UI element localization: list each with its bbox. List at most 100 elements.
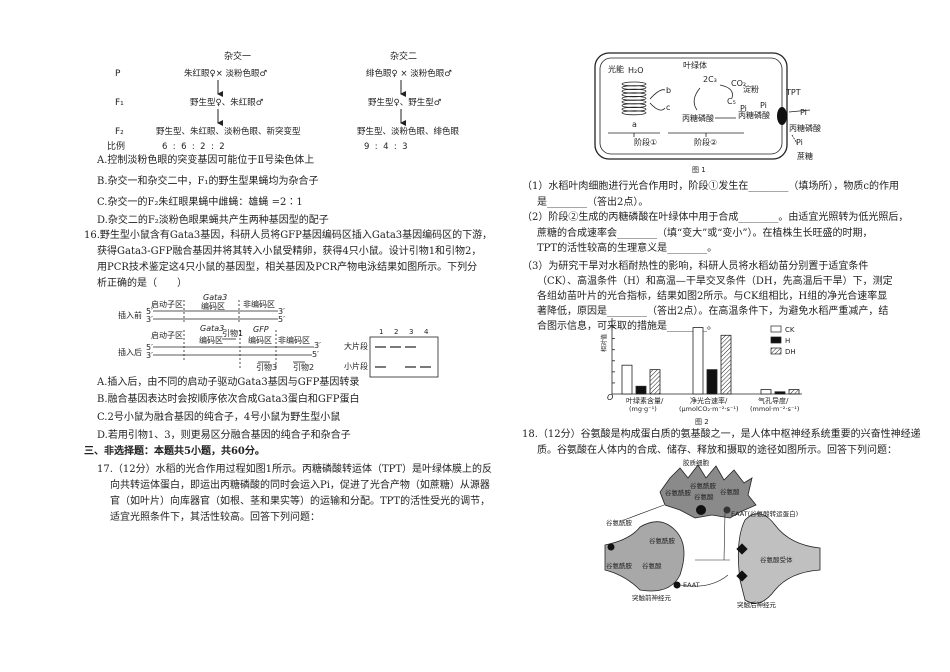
- q17-question-1-cont: 是________（答出2点）。: [537, 197, 649, 208]
- cross2-parents: 绯色眼♀ × 淡粉色眼♂: [366, 68, 452, 79]
- small-fragment-label: 小片段: [344, 361, 368, 371]
- row-f1: F₁: [115, 98, 124, 108]
- gln-label: 谷氨酰胺: [649, 536, 676, 545]
- q16-option-d: D.若用引物1、3，则更易区分融合基因的纯合子和杂合子: [97, 430, 351, 441]
- cross2-f1: 野生型♀、野生型♂: [368, 97, 442, 108]
- row-ratio: 比例: [107, 140, 125, 152]
- eaat-full-label: EAAT(谷氨酸转运蛋白): [731, 509, 798, 518]
- transporter: [607, 543, 615, 551]
- q17-question-3-cont: （CK）、高温条件（H）和高温—干旱交叉条件（DH，先高温后干旱）下，测定: [537, 276, 893, 287]
- bar-h: [774, 391, 786, 395]
- q17-question-3-cont: 合图示信息，可采取的措施是________。: [537, 321, 717, 332]
- gln-label: 谷氨酰胺: [606, 518, 633, 527]
- origin-label: O: [607, 393, 613, 402]
- legend-swatch-ck: [770, 325, 782, 333]
- bar-ck: [760, 389, 772, 395]
- nucleus: [696, 505, 706, 515]
- glial-cell: [659, 464, 757, 519]
- cross2-ratio: 9 : 4 : 3: [364, 142, 408, 152]
- legend-swatch-h: [770, 336, 782, 344]
- end-label: 5′: [312, 350, 319, 359]
- label-primer1: 引物1: [222, 328, 243, 338]
- q15-option-c: C.杂交一的F₂朱红眼果蝇中雌蝇：雄蝇 =2∶1: [97, 197, 303, 208]
- q16-option-b: B.融合基因表达时会按顺序依次合成Gata3蛋白和GFP蛋白: [97, 394, 360, 405]
- bar-ck: [692, 327, 704, 395]
- eaat-pre: [673, 581, 681, 589]
- postsynaptic-label: 突触后神经元: [737, 600, 777, 609]
- cross-diagram: 杂交一 杂交二 P F₁ F₂ 比例 朱红眼♀× 淡粉色眼♂ 野生型♀、朱红眼♂…: [107, 50, 460, 152]
- bar-h: [706, 369, 718, 395]
- q17-stem-line: 适宜光照条件下，其活性较高。回答下列问题：: [110, 512, 320, 523]
- legend-label: H: [785, 337, 790, 345]
- cross-arrows: [217, 80, 406, 126]
- label-gata3: Gata3: [200, 324, 224, 333]
- large-fragment-label: 大片段: [344, 341, 368, 351]
- label-promoter: 启动子区: [151, 299, 183, 309]
- q16-option-a: A.插入后，由不同的启动子驱动Gata3基因与GFP基因转录: [97, 377, 360, 388]
- glu-label: 谷氨酸: [720, 487, 740, 496]
- label-primer2: 引物2: [293, 362, 314, 372]
- glia-label: 胶质细胞: [683, 458, 710, 467]
- q16-stem-line: 用PCR技术鉴定这4只小鼠的基因型，相关基因及PCR产物电泳结果如图所示。下列分: [97, 262, 478, 273]
- lane-label: 1: [379, 328, 383, 336]
- q16-stem-line: 16.野生型小鼠含有Gata3基因，科研人员将GFP基因编码区插入Gata3基因…: [84, 230, 493, 241]
- q17-stem-line: 官（如叶片）向库器官（如根、茎和果实等）的运输和分配。TPT的活性受光的调节，: [110, 496, 491, 507]
- gln-label: 谷氨酰胺: [606, 561, 633, 570]
- row-f2: F₂: [115, 127, 124, 137]
- y-axis-label: 相对值: [600, 334, 608, 352]
- gln-label: 谷氨酰胺: [665, 488, 692, 497]
- glu-label: 谷氨酸: [694, 492, 714, 501]
- label-gata3: Gata3: [203, 293, 227, 302]
- legend-label: DH: [785, 348, 796, 356]
- end-label: 5′: [146, 307, 153, 316]
- label-coding: 编码区: [248, 335, 272, 345]
- q16-stem-line: 获得Gata3-GFP融合基因并将其转入小鼠受精卵，获得4只小鼠。设计引物1和引…: [97, 246, 482, 257]
- q17-stem-line: 17.（12分）水稻的光合作用过程如图1所示。丙糖磷酸转运体（TPT）是叶绿体膜…: [97, 464, 493, 475]
- presynaptic-neuron: [604, 521, 685, 592]
- lane-label: 2: [394, 328, 398, 336]
- label-before: 插入前: [118, 310, 142, 320]
- q17-stem-line: 向共转运体蛋白，即运出丙糖磷酸的同时会运入Pi，促进了光合产物（如蔗糖）从源器: [110, 480, 490, 491]
- cross1-f1: 野生型♀、朱红眼♂: [190, 97, 264, 108]
- legend-label: CK: [785, 326, 795, 334]
- bar-h: [635, 385, 647, 395]
- lane-label: 3: [409, 328, 413, 336]
- postsynaptic-neuron: [737, 513, 821, 604]
- bar-dh: [720, 334, 732, 395]
- receptors: [736, 543, 748, 582]
- receptor-label: 谷氨酸受体: [760, 555, 793, 564]
- gel: 1 2 3 4 大片段 小片段: [344, 328, 439, 378]
- label-after: 插入后: [118, 347, 142, 357]
- category-label: 气孔导度/: [758, 396, 789, 405]
- end-label: 3′: [146, 351, 153, 360]
- end-label: 3′: [146, 315, 153, 324]
- bar-ck: [621, 364, 633, 395]
- presynaptic-label: 突触前神经元: [632, 593, 672, 602]
- q17-question-1: （1）水稻叶肉细胞进行光合作用时，阶段①发生在________（填场所），物质c…: [522, 181, 899, 192]
- cross1-f2: 野生型、朱红眼、淡粉色眼、新突变型: [156, 126, 301, 137]
- q16-option-c: C.2号小鼠为融合基因的纯合子，4号小鼠为野生型小鼠: [97, 412, 341, 423]
- label-gfp: GFP: [253, 325, 269, 334]
- category-unit: (mmol·m⁻²·s⁻¹): [750, 405, 799, 413]
- glu-label: 谷氨酸: [642, 561, 662, 570]
- q17-question-2-cont: 蔗糖的合成速率会________（填“变大”或“变小”）。在植株生长旺盛的时期，: [537, 228, 873, 239]
- cross1-title: 杂交一: [224, 50, 251, 62]
- label-coding: 编码区: [201, 301, 225, 311]
- cross1-ratio: 6 : 6 : 2 : 2: [162, 142, 225, 152]
- q17-question-3: （3）为研究干旱对水稻耐热性的影响，科研人员将水稻幼苗分别置于适宜条件: [522, 261, 869, 272]
- q18-stem-line: 质。谷氨酸在人体内的合成、储存、释放和摄取的途径如图所示。回答下列问题：: [537, 445, 897, 456]
- label-promoter: 启动子区: [151, 330, 183, 340]
- category-unit: (μmolCO₂·m⁻²·s⁻¹): [679, 405, 739, 413]
- cross1-parents: 朱红眼♀× 淡粉色眼♂: [184, 68, 268, 79]
- cross2-title: 杂交二: [390, 50, 417, 62]
- gln-label: 谷氨酰胺: [690, 481, 717, 490]
- legend-swatch-dh: [770, 347, 782, 355]
- label-primer3: 引物3: [256, 362, 277, 372]
- end-label: 3′: [314, 341, 321, 350]
- category-label: 叶绿素含量/: [626, 396, 664, 405]
- end-label: 5′: [146, 343, 153, 352]
- q17-question-3-cont: 各组幼苗叶片的光合指标，结果如图2所示。与CK组相比，H组的净光合速率显: [537, 291, 888, 302]
- cross2-f2: 野生型、淡粉色眼、绯色眼: [357, 126, 460, 137]
- eaat-label: EAAT: [683, 581, 700, 589]
